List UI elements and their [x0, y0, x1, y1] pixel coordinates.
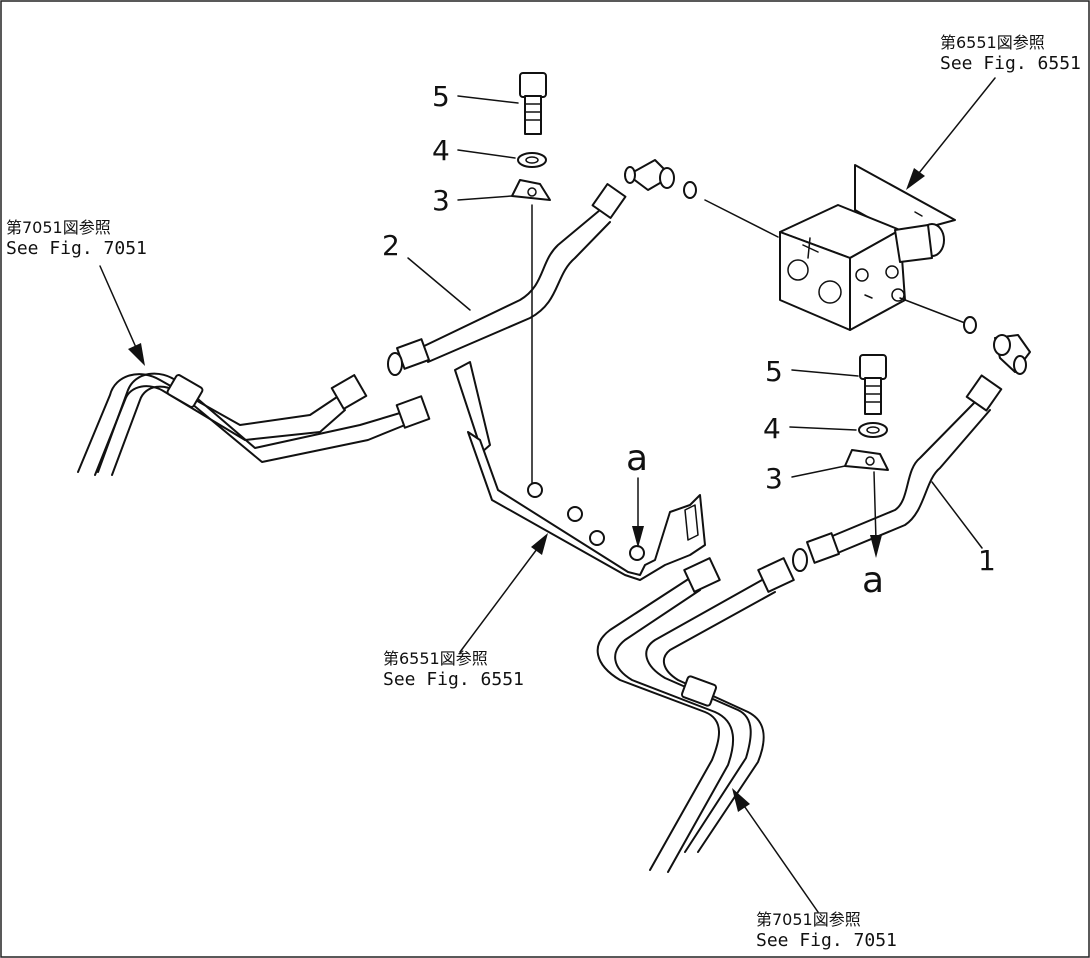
reference-arrow-left-pipes	[99, 265, 145, 366]
valve-leader-lower	[899, 297, 966, 324]
reference-lower-pipes-jp: 第7051図参照	[756, 910, 861, 929]
callout-leader-3-upper	[457, 195, 513, 201]
pipe-set-lower	[596, 557, 795, 873]
reference-bracket-jp: 第6551図参照	[383, 649, 488, 668]
view-arrowhead-upper	[632, 526, 644, 548]
elbow-fitting-upper	[624, 159, 697, 199]
callout-leader-5-upper	[457, 95, 519, 104]
reference-arrow-valve	[906, 77, 996, 190]
reference-bracket-en: See Fig. 6551	[383, 669, 524, 690]
control-valve-block	[779, 164, 956, 331]
hose-2	[387, 183, 627, 376]
callout-4-upper: 4	[432, 134, 450, 167]
hose-1	[792, 374, 1003, 572]
bolt-stack-lower	[844, 354, 889, 558]
reference-arrow-lower-pipes	[732, 788, 819, 913]
reference-left-pipes-en: See Fig. 7051	[6, 238, 147, 259]
callout-leader-4-lower	[789, 426, 857, 431]
callout-3-lower: 3	[765, 462, 783, 495]
callout-1: 1	[978, 544, 996, 577]
reference-valve-en: See Fig. 6551	[940, 53, 1081, 74]
callout-5-upper: 5	[432, 80, 450, 113]
reference-arrow-bracket	[459, 533, 548, 653]
bolt-stack-upper	[511, 72, 551, 489]
callout-leader-5-lower	[791, 369, 859, 377]
callout-5-lower: 5	[765, 355, 783, 388]
callout-leader-4-upper	[457, 149, 516, 159]
reference-valve-jp: 第6551図参照	[940, 33, 1045, 52]
reference-left-pipes-jp: 第7051図参照	[6, 218, 111, 237]
view-marker-lower: a	[862, 560, 884, 601]
pipe-set-left	[77, 372, 431, 476]
callout-leader-1	[931, 481, 983, 549]
elbow-fitting-lower	[963, 316, 1031, 375]
mounting-bracket	[454, 361, 706, 581]
callout-4-lower: 4	[763, 412, 781, 445]
callout-leader-2	[407, 257, 471, 311]
callout-3-upper: 3	[432, 184, 450, 217]
reference-lower-pipes-en: See Fig. 7051	[756, 930, 897, 951]
view-marker-upper: a	[626, 438, 648, 479]
callout-2: 2	[382, 229, 400, 262]
valve-leader-upper	[704, 199, 779, 238]
callout-leader-3-lower	[791, 465, 846, 478]
